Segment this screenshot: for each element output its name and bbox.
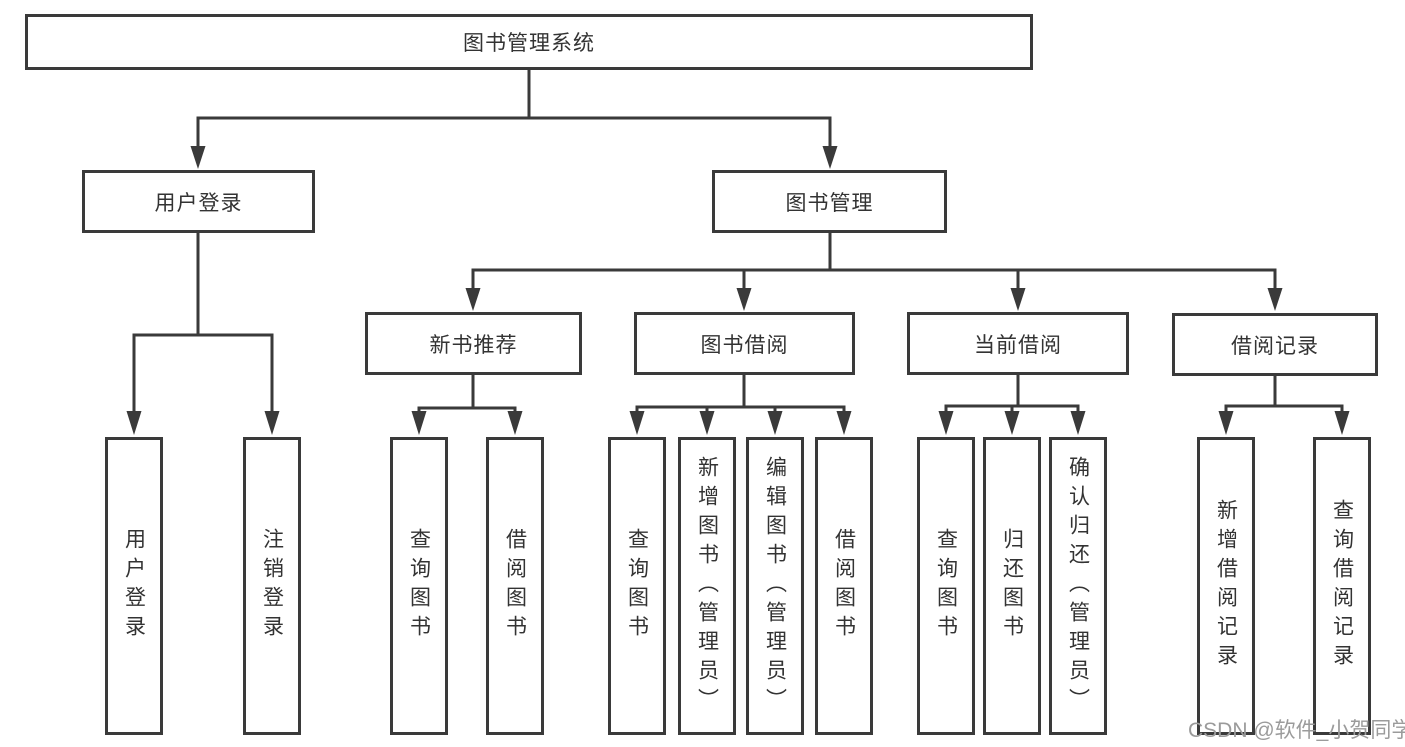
leaf-confirm-return-admin: 确认归还（管理员）	[1049, 437, 1107, 735]
leaf-edit-books-admin: 编辑图书（管理员）	[746, 437, 804, 735]
node-label: 借阅记录	[1231, 334, 1319, 358]
node-borrowing-records: 借阅记录	[1172, 313, 1378, 376]
leaf-label: 归还图书	[1000, 528, 1024, 644]
leaf-query-books-current: 查询图书	[917, 437, 975, 735]
node-current-borrowing: 当前借阅	[907, 312, 1129, 375]
node-label: 图书管理	[785, 191, 874, 215]
leaf-user-login: 用户登录	[105, 437, 163, 735]
node-label: 当前借阅	[974, 333, 1062, 357]
leaf-label: 新增图书（管理员）	[695, 455, 719, 717]
leaf-label: 查询图书	[625, 528, 649, 644]
leaf-label: 确认归还（管理员）	[1066, 455, 1090, 717]
leaf-borrow-books-recommend: 借阅图书	[486, 437, 544, 735]
leaf-label: 新增借阅记录	[1214, 499, 1238, 673]
leaf-query-borrow-record: 查询借阅记录	[1313, 437, 1371, 735]
leaf-add-borrow-record: 新增借阅记录	[1197, 437, 1255, 735]
node-label: 用户登录	[154, 191, 243, 215]
leaf-borrow-books: 借阅图书	[815, 437, 873, 735]
node-book-management: 图书管理	[712, 170, 947, 233]
leaf-query-books-recommend: 查询图书	[390, 437, 448, 735]
leaf-add-books-admin: 新增图书（管理员）	[678, 437, 736, 735]
leaf-label: 借阅图书	[503, 528, 527, 644]
leaf-label: 用户登录	[122, 528, 146, 644]
leaf-label: 查询借阅记录	[1330, 499, 1354, 673]
node-library-management-system: 图书管理系统	[25, 14, 1033, 70]
node-label: 图书借阅	[700, 333, 789, 357]
leaf-label: 注销登录	[260, 528, 284, 644]
node-user-login: 用户登录	[82, 170, 315, 233]
leaf-query-books-borrow: 查询图书	[608, 437, 666, 735]
csdn-watermark: CSDN @软件_小贺同学	[1188, 719, 1405, 742]
node-new-book-recommendation: 新书推荐	[365, 312, 582, 375]
node-book-borrowing: 图书借阅	[634, 312, 855, 375]
leaf-label: 查询图书	[407, 528, 431, 644]
leaf-return-books: 归还图书	[983, 437, 1041, 735]
leaf-label: 查询图书	[934, 528, 958, 644]
node-label: 图书管理系统	[463, 32, 595, 55]
leaf-logout: 注销登录	[243, 437, 301, 735]
leaf-label: 借阅图书	[832, 528, 856, 644]
leaf-label: 编辑图书（管理员）	[763, 455, 787, 717]
node-label: 新书推荐	[429, 333, 518, 357]
